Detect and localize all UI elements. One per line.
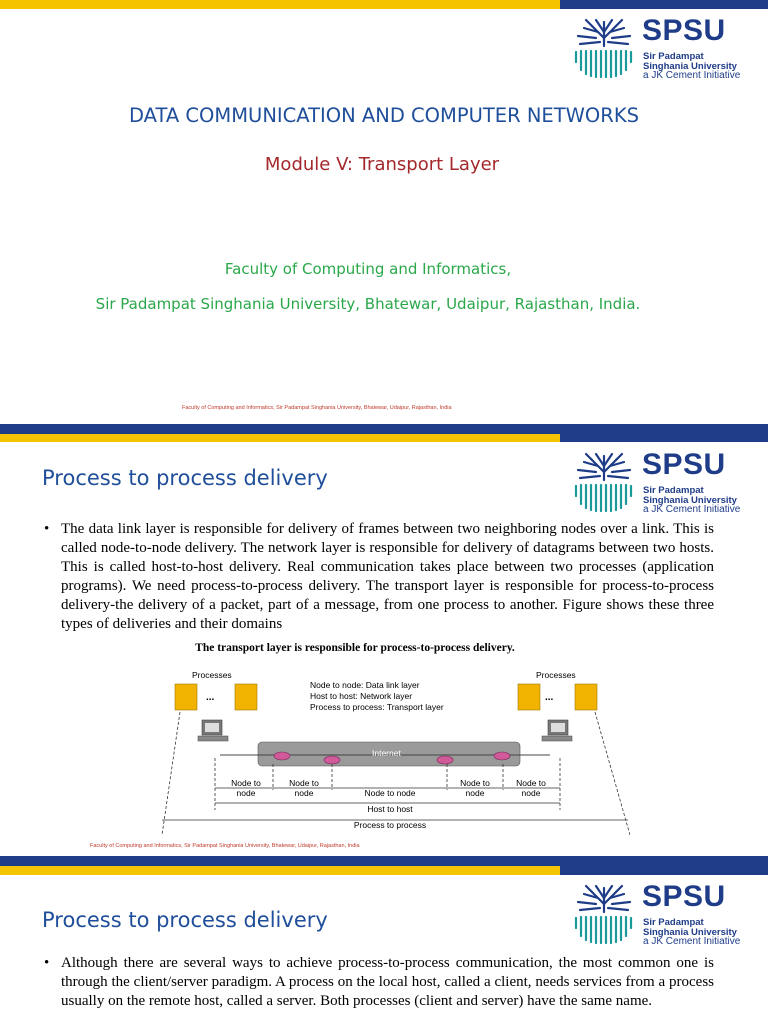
legend-line-3: Process to process: Transport layer [310,702,444,712]
segment-5-label: Node to node [510,778,552,798]
segment-2-line-1: Node to [289,778,319,788]
bullet-dot: • [44,955,50,971]
logo-line-2: Singhania University [643,926,737,938]
right-process-icons [517,683,598,711]
segment-1-label: Node to node [225,778,267,798]
processes-left-label: Processes [192,670,232,680]
tree-emblem-icon [574,884,633,944]
left-computer-icon [197,719,229,742]
slide-3-title: Process to process delivery [42,908,328,932]
bullet-dot: • [44,521,50,537]
slide-2-bullet-text: The data link layer is responsible for d… [61,521,714,632]
slide-1-footer: Faculty of Computing and Informatics, Si… [182,405,452,411]
logo-line-1: Sir Padampat [643,917,704,928]
segment-5-line-2: node [521,788,541,798]
logo-tagline: a JK Cement Initiative [643,936,741,947]
internet-label: Internet [372,748,401,758]
logo-tagline: a JK Cement Initiative [643,70,741,81]
slide-1: SPSU Sir Padampat Singhania University a… [0,0,768,424]
segment-5-line-1: Node to [516,778,546,788]
logo-wordmark: SPSU [642,448,726,481]
right-computer-icon [541,719,573,742]
ellipsis-left: ... [206,692,215,703]
left-process-icons [174,683,258,711]
slide-1-top-bar [0,0,768,9]
logo-line-2: Singhania University [643,494,737,506]
process-to-process-label: Process to process [353,820,427,830]
logo-line-2: Singhania University [643,60,737,72]
ellipsis-right: ... [545,692,554,703]
slide-2: SPSU Sir Padampat Singhania University a… [0,424,768,866]
module-title: Module V: Transport Layer [264,154,500,175]
segment-4-label: Node to node [454,778,496,798]
segment-2-line-2: node [294,788,314,798]
university-address: Sir Padampat Singhania University, Bhate… [95,295,641,313]
slide-2-title: Process to process delivery [42,466,328,490]
spsu-logo: SPSU Sir Padampat Singhania University a… [572,448,752,515]
faculty-name: Faculty of Computing and Informatics, [224,260,512,278]
tree-emblem-icon [574,18,633,78]
internet-cloud [257,741,521,767]
spsu-logo: SPSU Sir Padampat Singhania University a… [572,880,752,947]
tree-emblem-icon [574,452,633,512]
legend-line-1: Node to node: Data link layer [310,680,420,690]
logo-tagline: a JK Cement Initiative [643,504,741,515]
segment-4-line-2: node [465,788,485,798]
segment-3-label: Node to node [364,788,416,798]
host-to-host-label: Host to host [367,804,413,814]
logo-wordmark: SPSU [642,880,726,913]
figure-caption: The transport layer is responsible for p… [195,642,515,654]
slide-2-bullet: • The data link layer is responsible for… [44,520,714,634]
segment-4-line-1: Node to [460,778,490,788]
delivery-diagram [161,683,630,836]
slide-3-bullet: • Although there are several ways to ach… [44,954,714,1011]
slide-2-accent-bar [0,434,768,442]
segment-2-label: Node to node [283,778,325,798]
slide-3-bullet-text: Although there are several ways to achie… [61,955,714,1009]
slide-3-accent-bar [0,866,768,875]
slide-3-top-bar [0,856,768,866]
segment-1-line-2: node [236,788,256,798]
delivery-figure: The transport layer is responsible for p… [140,642,630,838]
logo-line-1: Sir Padampat [643,485,704,496]
legend-line-2: Host to host: Network layer [310,691,413,701]
segment-1-line-1: Node to [231,778,261,788]
spsu-logo: SPSU Sir Padampat Singhania University a… [572,14,752,81]
router-icons [273,751,511,765]
slide-3: SPSU Sir Padampat Singhania University a… [0,856,768,1024]
course-title: DATA COMMUNICATION AND COMPUTER NETWORKS [129,104,639,127]
slide-2-footer: Faculty of Computing and Informatics, Si… [90,843,360,849]
processes-right-label: Processes [536,670,576,680]
slide-2-top-bar [0,424,768,434]
logo-line-1: Sir Padampat [643,51,704,62]
logo-wordmark: SPSU [642,14,726,47]
